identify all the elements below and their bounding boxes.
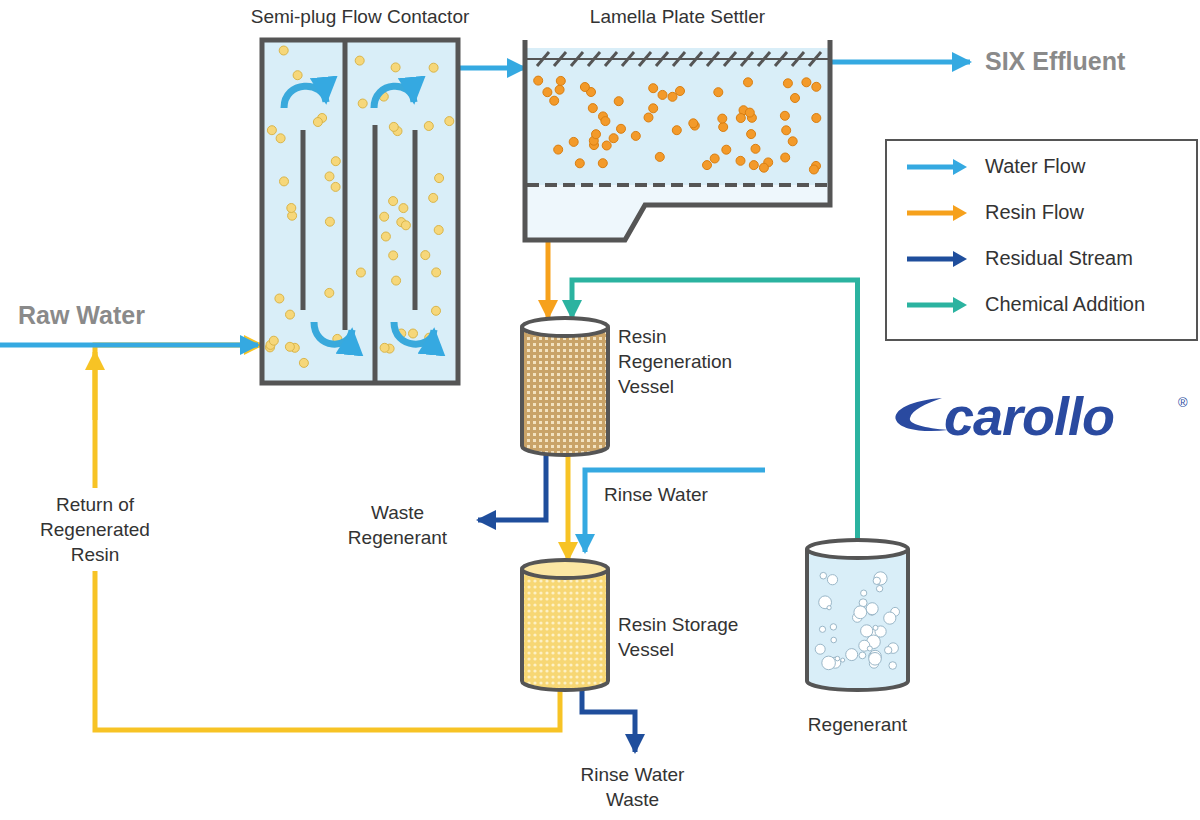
legend-text: Residual Stream [985, 246, 1133, 271]
vessel-label: Semi-plug Flow Contactor [232, 4, 488, 29]
logo-text: ® [1178, 396, 1188, 410]
legend-arrow [905, 295, 969, 315]
stream-label: Rinse Water Waste [570, 762, 695, 812]
rinse-water-line [585, 470, 765, 552]
vessel-outline [525, 40, 830, 240]
effluent-line [830, 60, 970, 65]
flow-connector [572, 280, 858, 540]
vessel-label: Lamella Plate Settler [525, 4, 830, 29]
legend-arrow [905, 203, 969, 223]
flow-connector [566, 455, 571, 560]
stream-label: SIX Effluent [985, 46, 1125, 76]
raw-water-line [0, 343, 258, 348]
legend-text: Chemical Addition [985, 292, 1145, 317]
vessel-outline [805, 540, 910, 690]
vessel-label: Regenerant [780, 712, 935, 737]
logo-swoosh [895, 398, 948, 431]
legend-text: Resin Flow [985, 200, 1084, 225]
stream-label: Raw Water [18, 300, 145, 330]
stream-label: Rinse Water [604, 482, 708, 507]
vessel-label: Resin Storage Vessel [618, 612, 768, 662]
flow-connector [458, 66, 525, 71]
settler-tank: Lamella Plate Settler [525, 40, 830, 240]
vessel-outline [262, 40, 458, 383]
legend-text: Water Flow [985, 154, 1085, 179]
regenerant-tank: Regenerant [805, 540, 910, 690]
resin-junction-arrow [93, 352, 98, 420]
logo-text: carollo [944, 388, 1114, 444]
vessel-outline [520, 318, 610, 455]
legend-arrow [905, 157, 969, 177]
contactor-tank: Semi-plug Flow Contactor [262, 40, 458, 383]
vessel-label: Resin Regeneration Vessel [618, 324, 758, 399]
connector-label: Return of Regenerated Resin [35, 488, 155, 571]
regeneration-vessel: Resin Regeneration Vessel [520, 318, 610, 455]
vessel-outline [520, 560, 610, 690]
flow-connector [95, 345, 560, 730]
stream-label: Waste Regenerant [330, 500, 465, 550]
storage-vessel: Resin Storage Vessel [520, 560, 610, 690]
legend-arrow [905, 249, 969, 269]
waste-regenerant-line [478, 455, 546, 520]
legend-frame [886, 140, 1197, 340]
flow-connector [546, 240, 551, 318]
rinse-waste-line [582, 690, 635, 752]
